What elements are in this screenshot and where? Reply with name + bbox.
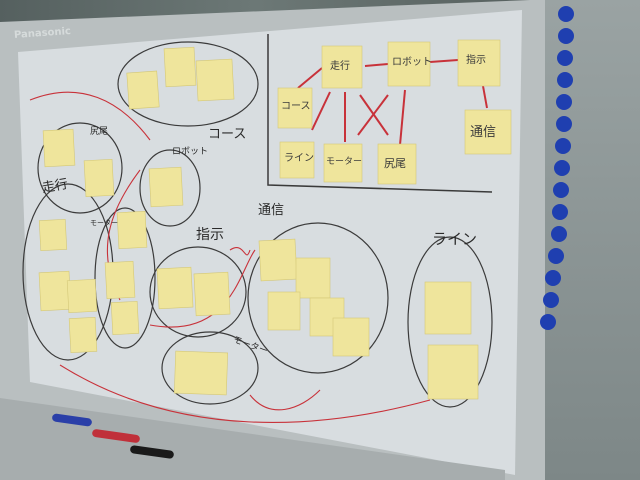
cluster-instruction <box>149 246 247 338</box>
label-motor-small: モーター <box>90 219 118 227</box>
cluster-motor-small <box>94 207 156 349</box>
label-tail: 尻尾 <box>90 127 109 137</box>
legend-course: コース <box>281 101 311 112</box>
label-course: コース <box>208 127 247 142</box>
cluster-course <box>117 41 259 127</box>
legend-run: 走行 <box>330 61 350 72</box>
cluster-robot <box>139 149 201 227</box>
legend-divider <box>267 34 493 193</box>
label-comm: 通信 <box>258 203 285 218</box>
legend-robot: ロボット <box>392 57 432 68</box>
legend-comm: 通信 <box>470 125 497 140</box>
legend-links <box>297 59 488 146</box>
sticky-notes <box>38 39 512 400</box>
label-instruction: 指示 <box>196 227 224 243</box>
legend-instruction: 指示 <box>466 55 486 66</box>
cluster-motor <box>161 331 259 405</box>
legend-line: ライン <box>284 153 314 164</box>
magnet-strip <box>540 6 574 330</box>
label-line: ライン <box>432 230 478 248</box>
legend-motor: モーター <box>326 157 363 167</box>
marker-tray <box>0 398 505 480</box>
cluster-comm <box>247 222 389 374</box>
cluster-line <box>407 236 493 408</box>
cluster-tail <box>37 122 123 214</box>
legend-tail: 尻尾 <box>384 157 406 170</box>
label-robot: ロボット <box>172 147 209 157</box>
